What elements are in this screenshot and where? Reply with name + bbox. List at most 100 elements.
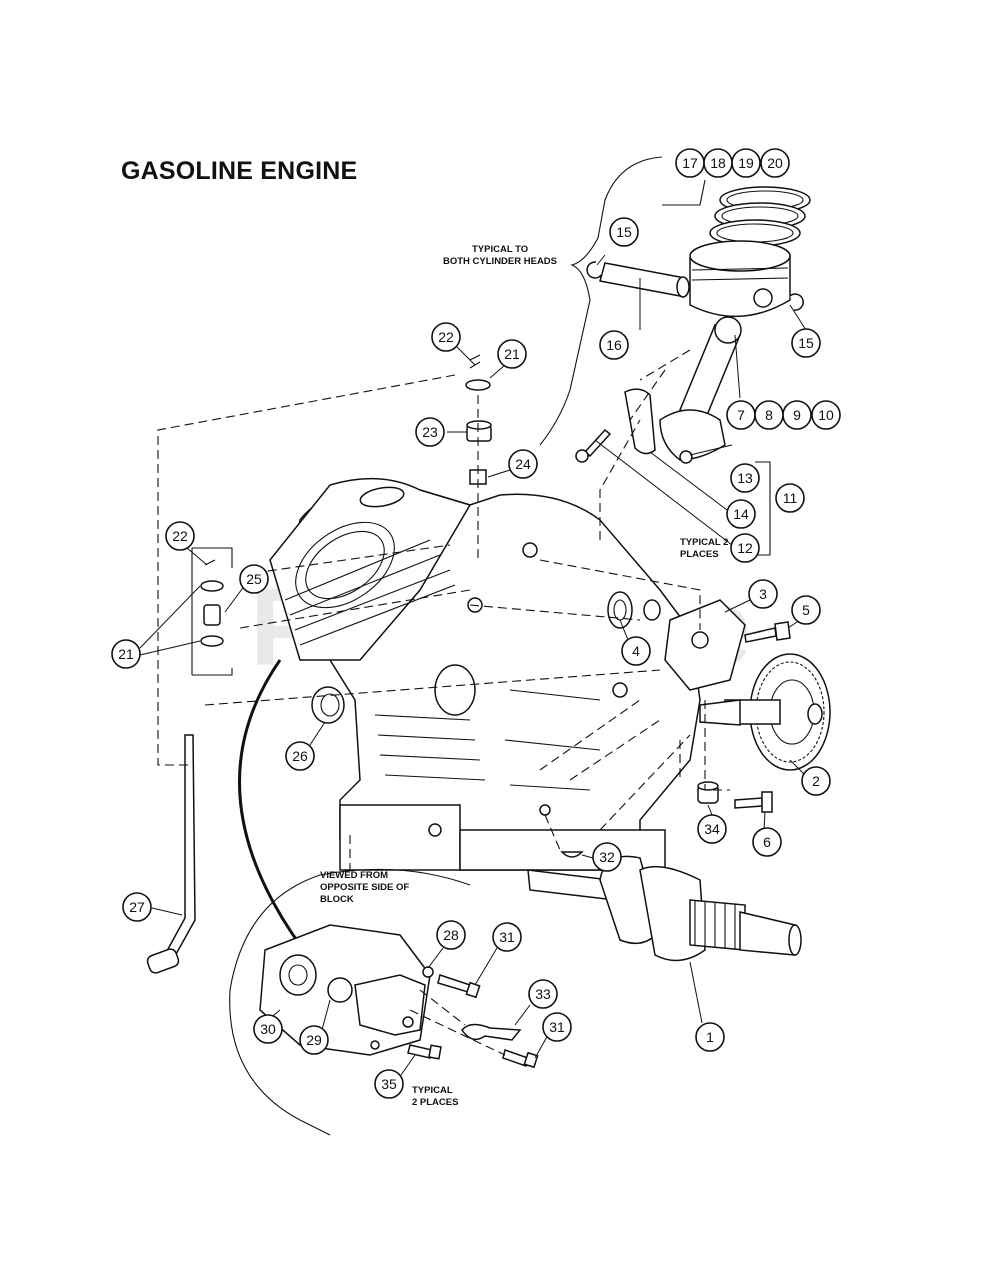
piston — [689, 240, 791, 318]
callout-34: 34 — [697, 814, 727, 844]
circlip-right — [789, 293, 804, 311]
callout-5: 5 — [791, 595, 821, 625]
callout-20: 20 — [760, 148, 790, 178]
dipstick — [146, 734, 196, 974]
circlip-left — [586, 261, 603, 279]
callout-1: 1 — [695, 1022, 725, 1052]
callout-31-top: 31 — [492, 922, 522, 952]
svg-text:25: 25 — [246, 571, 262, 587]
svg-text:29: 29 — [306, 1032, 322, 1048]
bolt-group-bracket — [755, 461, 771, 556]
bolt-31a — [437, 974, 481, 999]
note-viewed-2: OPPOSITE SIDE OF — [320, 882, 409, 893]
svg-text:32: 32 — [599, 849, 615, 865]
callout-29: 29 — [299, 1025, 329, 1055]
svg-text:9: 9 — [793, 407, 801, 423]
callout-10: 10 — [811, 400, 841, 430]
callout-6: 6 — [752, 827, 782, 857]
callout-8: 8 — [754, 400, 784, 430]
svg-text:3: 3 — [759, 586, 767, 602]
wrist-pin — [599, 262, 690, 298]
mount-lower — [200, 559, 224, 647]
assembly-line-b — [469, 559, 701, 630]
callout-23: 23 — [415, 417, 445, 447]
bolt-31b — [502, 1049, 539, 1069]
svg-text:22: 22 — [172, 528, 188, 544]
svg-text:15: 15 — [616, 224, 632, 240]
svg-text:10: 10 — [818, 407, 834, 423]
callout-4: 4 — [621, 636, 651, 666]
callout-17: 17 — [675, 148, 705, 178]
callout-18: 18 — [703, 148, 733, 178]
svg-text:16: 16 — [606, 337, 622, 353]
svg-text:2: 2 — [812, 773, 820, 789]
piston-rings — [709, 186, 811, 247]
svg-text:27: 27 — [129, 899, 145, 915]
assembly-line-d — [679, 700, 730, 791]
svg-text:8: 8 — [765, 407, 773, 423]
callout-11: 11 — [775, 483, 805, 513]
callout-27: 27 — [122, 892, 152, 922]
svg-text:21: 21 — [504, 346, 520, 362]
note-typical-bottom-1: TYPICAL — [412, 1085, 453, 1096]
rod-cap — [624, 388, 656, 455]
svg-text:28: 28 — [443, 927, 459, 943]
note-typical2-2: PLACES — [680, 549, 719, 560]
svg-text:5: 5 — [802, 602, 810, 618]
callout-30: 30 — [253, 1014, 283, 1044]
callout-28: 28 — [436, 920, 466, 950]
assembly-line-f — [599, 419, 641, 540]
connecting-rod — [659, 316, 742, 464]
callout-32: 32 — [592, 842, 622, 872]
note-viewed-3: BLOCK — [320, 894, 354, 905]
svg-text:15: 15 — [798, 335, 814, 351]
callout-33: 33 — [528, 979, 558, 1009]
svg-text:13: 13 — [737, 470, 753, 486]
svg-text:31: 31 — [549, 1019, 565, 1035]
bolt-5 — [744, 621, 791, 643]
svg-text:18: 18 — [710, 155, 726, 171]
svg-text:31: 31 — [499, 929, 515, 945]
note-heads-1: TYPICAL TO — [472, 244, 528, 255]
note-typical2-1: TYPICAL 2 — [680, 537, 728, 548]
callout-35: 35 — [374, 1069, 404, 1099]
callout-25: 25 — [239, 564, 269, 594]
engine-block — [269, 477, 701, 871]
callout-31-bottom: 31 — [542, 1012, 572, 1042]
plug-32 — [560, 851, 584, 858]
rod-bolt — [575, 428, 612, 463]
callout-13: 13 — [730, 463, 760, 493]
svg-text:6: 6 — [763, 834, 771, 850]
callout-7: 7 — [726, 400, 756, 430]
callout-26: 26 — [285, 741, 315, 771]
svg-text:23: 23 — [422, 424, 438, 440]
assembly-line-c — [539, 699, 691, 831]
svg-text:34: 34 — [704, 821, 720, 837]
callout-19: 19 — [731, 148, 761, 178]
leader-lines — [139, 254, 807, 1076]
svg-text:33: 33 — [535, 986, 551, 1002]
svg-text:26: 26 — [292, 748, 308, 764]
bolt-35 — [407, 1044, 442, 1060]
inset-assembly-lines — [409, 989, 506, 1056]
callout-21-top: 21 — [497, 339, 527, 369]
note-typical-bottom-2: 2 PLACES — [412, 1097, 458, 1108]
mount-upper — [465, 354, 492, 485]
bushing-34 — [697, 781, 719, 804]
oil-seal-26 — [311, 686, 345, 724]
mount-bracket — [191, 547, 233, 676]
svg-text:21: 21 — [118, 646, 134, 662]
callout-3: 3 — [748, 579, 778, 609]
svg-text:1: 1 — [706, 1029, 714, 1045]
inset-view — [229, 868, 471, 1136]
rod-assembly-line — [629, 349, 691, 421]
rocker-assembly — [643, 599, 746, 691]
assembly-line-e — [349, 814, 561, 870]
callout-22-left: 22 — [165, 521, 195, 551]
callout-2: 2 — [801, 766, 831, 796]
crankshaft — [527, 855, 802, 962]
callout-24: 24 — [508, 449, 538, 479]
svg-text:20: 20 — [767, 155, 783, 171]
svg-text:19: 19 — [738, 155, 754, 171]
